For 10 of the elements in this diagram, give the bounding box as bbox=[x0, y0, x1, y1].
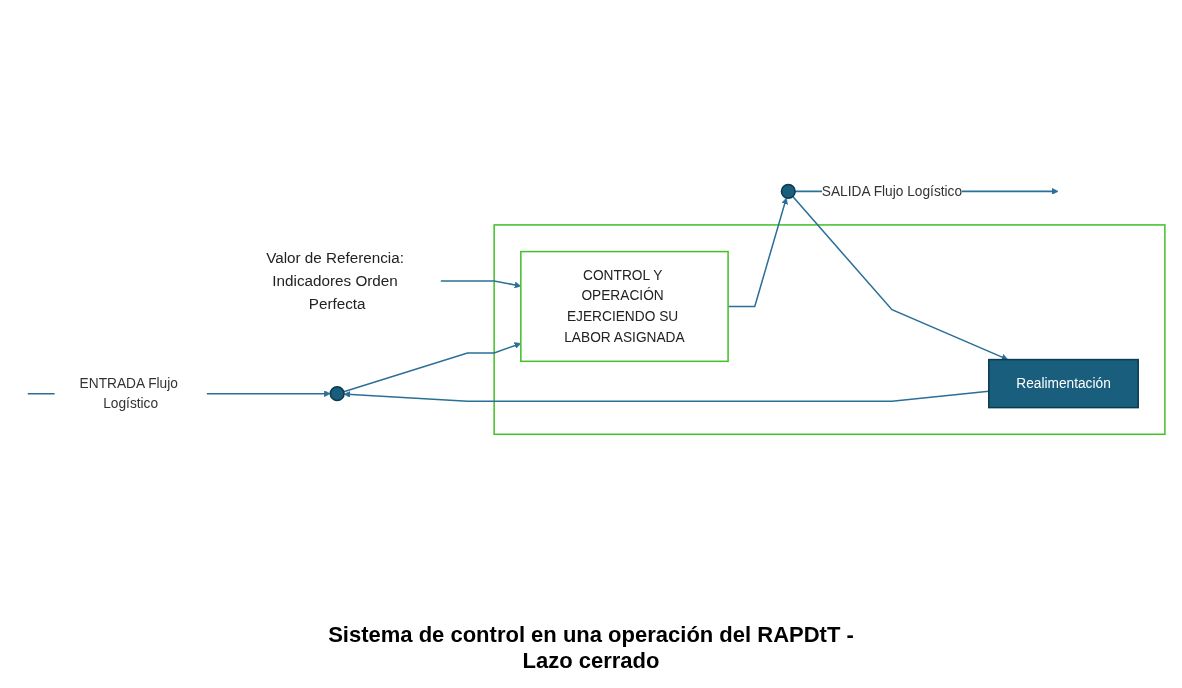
edge-label: ENTRADA Flujo Logístico bbox=[79, 375, 178, 412]
node-circle bbox=[329, 386, 345, 402]
node-text: Valor de Referencia: Indicadores Orden Perfecta bbox=[266, 249, 404, 313]
cluster bbox=[493, 224, 1166, 436]
caption: Sistema de control en una operación del RAPDtT - Lazo cerrado bbox=[327, 622, 855, 674]
node-circle bbox=[780, 184, 796, 200]
edge-label: SALIDA Flujo Logístico bbox=[821, 183, 963, 199]
arrow bbox=[792, 196, 1009, 361]
node-box: Realimentación bbox=[988, 359, 1139, 409]
node-box: CONTROL Y OPERACIÓN EJERCIENDO SU LABOR ASIGNADA bbox=[520, 251, 729, 363]
